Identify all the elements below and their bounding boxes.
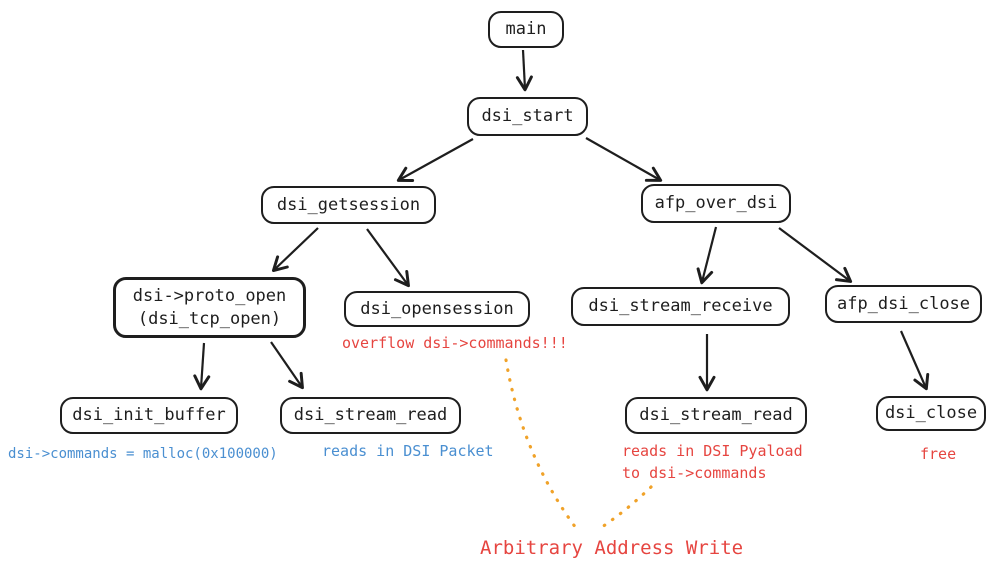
node-dsi-getsession-label: dsi_getsession	[276, 194, 421, 215]
node-dsi-stream-read-left-label: dsi_stream_read	[293, 405, 448, 426]
annotation-overflow-commands: overflow dsi->commands!!!	[342, 334, 568, 352]
node-dsi-init-buffer: dsi_init_buffer	[60, 397, 238, 434]
edge-afp-over-dsi-to-afp-dsi-close	[778, 227, 853, 283]
edge-dsi-start-to-afp-over-dsi	[585, 137, 663, 182]
edge-afp-over-dsi-to-dsi-stream-receive	[696, 226, 718, 285]
annotation-malloc-commands: dsi->commands = malloc(0x100000)	[8, 446, 278, 462]
node-dsi-opensession-label: dsi_opensession	[360, 298, 514, 319]
annotation-reads-dsi-payload: reads in DSI Pyaload to dsi->commands	[622, 441, 803, 485]
node-dsi-init-buffer-label: dsi_init_buffer	[72, 405, 226, 426]
annotation-reads-dsi-packet: reads in DSI Packet	[322, 442, 494, 460]
edge-main-to-dsi-start	[515, 49, 533, 92]
edge-afp-dsi-close-to-dsi-close	[899, 330, 930, 391]
node-dsi-stream-receive: dsi_stream_receive	[571, 287, 790, 326]
node-dsi-proto-open-line1: dsi->proto_open	[132, 285, 287, 306]
node-dsi-proto-open-line2: (dsi_tcp_open)	[137, 308, 282, 329]
node-dsi-stream-read-right-label: dsi_stream_read	[639, 405, 793, 426]
node-dsi-close-label: dsi_close	[884, 403, 978, 424]
dotted-line-overflow-to-arbitrary-write	[504, 358, 578, 530]
node-afp-over-dsi-label: afp_over_dsi	[654, 193, 778, 214]
node-dsi-close: dsi_close	[876, 396, 986, 431]
annotation-reads-dsi-payload-line2: to dsi->commands	[622, 463, 767, 482]
node-dsi-stream-read-right: dsi_stream_read	[625, 397, 807, 434]
node-dsi-start-label: dsi_start	[481, 106, 574, 127]
node-dsi-stream-receive-label: dsi_stream_receive	[588, 296, 773, 317]
node-dsi-opensession: dsi_opensession	[344, 291, 530, 327]
node-afp-dsi-close: afp_dsi_close	[825, 285, 982, 323]
node-main-label: main	[505, 19, 547, 40]
annotation-free: free	[920, 445, 957, 463]
node-dsi-getsession: dsi_getsession	[261, 186, 436, 224]
node-afp-dsi-close-label: afp_dsi_close	[836, 293, 971, 314]
node-main: main	[488, 11, 564, 48]
edge-dsi-start-to-dsi-getsession	[396, 138, 474, 182]
node-dsi-stream-read-left: dsi_stream_read	[280, 397, 461, 434]
annotation-arbitrary-address-write: Arbitrary Address Write	[480, 537, 744, 559]
edge-proto-open-to-dsi-stream-read	[270, 341, 304, 390]
edge-proto-open-to-dsi-init-buffer	[193, 342, 211, 391]
edge-dsi-getsession-to-proto-open	[271, 227, 319, 273]
annotation-reads-dsi-payload-line1: reads in DSI Pyaload	[622, 442, 803, 460]
edge-dsi-getsession-to-dsi-opensession	[366, 228, 410, 288]
node-dsi-start: dsi_start	[467, 97, 588, 136]
dotted-line-payload-to-arbitrary-write	[600, 485, 653, 529]
node-afp-over-dsi: afp_over_dsi	[641, 184, 791, 223]
node-dsi-proto-open: dsi->proto_open (dsi_tcp_open)	[113, 277, 306, 338]
